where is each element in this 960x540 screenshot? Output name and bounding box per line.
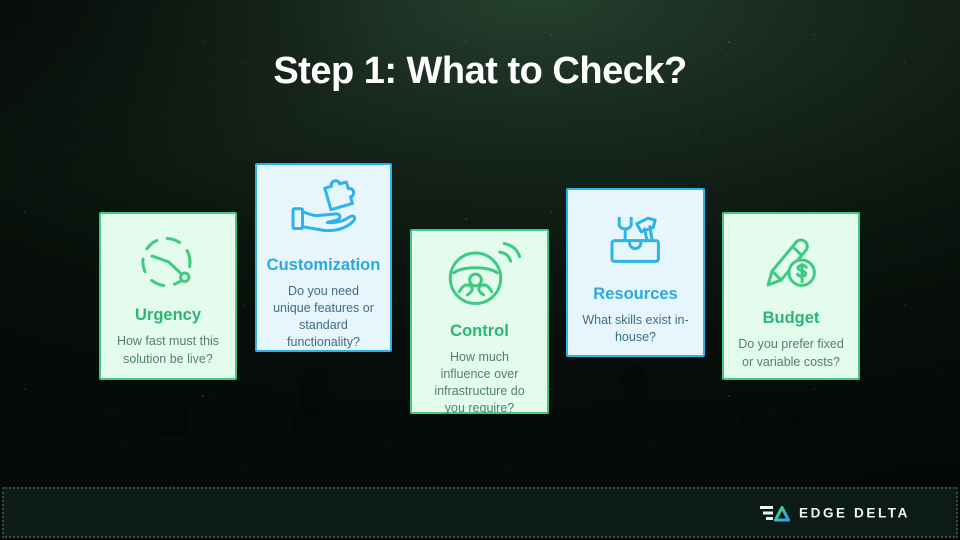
card-title: Control xyxy=(450,321,509,340)
card-description: Do you need unique features or standard … xyxy=(273,283,374,350)
card-description: How much influence over infrastructure d… xyxy=(434,349,525,416)
toolbox-icon xyxy=(596,199,676,279)
rock-silhouette xyxy=(153,394,187,436)
card-description: How fast must this solution be live? xyxy=(116,334,220,366)
card-resources: Resources What skills exist in-house? xyxy=(566,188,705,357)
rock-silhouette xyxy=(621,365,649,429)
page-title: Step 1: What to Check? xyxy=(273,50,687,92)
stopwatch-icon xyxy=(130,224,206,300)
card-title: Budget xyxy=(762,309,820,328)
card-control: Control How much influence over infrastr… xyxy=(410,226,549,415)
hand-puzzle-icon xyxy=(281,164,367,250)
brand-logo: EDGE DELTA xyxy=(759,500,910,525)
steering-wheel-icon xyxy=(435,226,525,316)
edge-delta-logo-icon xyxy=(759,500,790,525)
card-customization: Customization Do you need unique feature… xyxy=(255,163,392,352)
brand-name: EDGE DELTA xyxy=(798,505,910,520)
card-title: Resources xyxy=(593,284,678,303)
card-description: What skills exist in-house? xyxy=(582,312,689,344)
footer-band: EDGE DELTA xyxy=(2,487,958,538)
card-title: Customization xyxy=(266,255,381,274)
pencil-dollar-icon xyxy=(750,221,832,303)
rock-silhouette xyxy=(788,400,803,428)
card-urgency: Urgency How fast must this solution be l… xyxy=(99,212,237,380)
card-budget: Budget Do you prefer fixed or variable c… xyxy=(722,212,860,380)
card-description: Do you prefer fixed or variable costs? xyxy=(738,337,844,369)
card-title: Urgency xyxy=(134,306,202,325)
rock-silhouette xyxy=(740,397,764,431)
rock-silhouette xyxy=(292,410,342,434)
